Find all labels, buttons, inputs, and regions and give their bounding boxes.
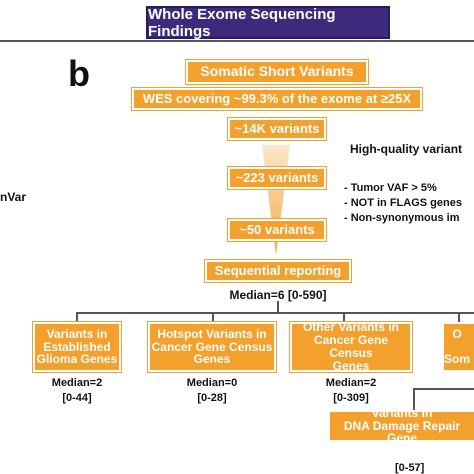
category-other-median: Median=2 (325, 377, 377, 389)
coverage-label: WES covering ~99.3% of the exome at ≥25X (142, 90, 412, 106)
dna-repair-box: Variants in DNA Damage Repair Gene (328, 406, 474, 445)
filters-title: High-quality variant (350, 142, 463, 156)
filter-item-flags: - NOT in FLAGS genes (344, 197, 462, 209)
category-glioma-median: Median=2 (51, 377, 103, 389)
filter-item-nonsyn: - Non-synonymous im (344, 212, 460, 224)
step-label-223: ~223 variants (235, 169, 319, 185)
top-divider-line (0, 40, 474, 42)
connector-bus (76, 312, 474, 314)
connector-drop-1 (76, 312, 78, 322)
dna-repair-range: [0-57] (395, 462, 425, 474)
somatic-short-variants-label: Somatic Short Variants (200, 63, 354, 80)
repair-connector-horizontal (413, 388, 474, 390)
panel-label: b (68, 53, 90, 94)
category-other-range: [0-309] (333, 392, 369, 404)
connector-stem (277, 301, 279, 313)
connector-drop-2 (212, 312, 214, 322)
header-title-box: Whole Exome Sequencing Findings (146, 5, 390, 40)
step-box-223: ~223 variants (228, 167, 326, 189)
step-label-14k: ~14K variants (234, 120, 320, 136)
sequential-reporting-label: Sequential reporting (214, 262, 342, 278)
somatic-short-variants-box: Somatic Short Variants (186, 60, 368, 84)
step-box-50: ~50 variants (228, 219, 326, 241)
category-glioma-range: [0-44] (62, 392, 92, 404)
category-hotspot-range: [0-28] (197, 392, 227, 404)
coverage-box: WES covering ~99.3% of the exome at ≥25X (132, 88, 422, 110)
step-label-50: ~50 variants (239, 221, 315, 237)
category-hotspot-cgc: Hotspot Variants in Cancer Gene Census G… (148, 322, 276, 372)
step-box-14k: ~14K variants (228, 118, 326, 140)
repair-connector-vertical (413, 388, 415, 410)
category-fourth-cut: O Som (442, 322, 474, 372)
header-title: Whole Exome Sequencing Findings (148, 5, 336, 40)
reporting-median: Median=6 [0-590] (229, 288, 327, 302)
filter-item-vaf: - Tumor VAF > 5% (344, 182, 437, 194)
left-cut-label: nVar (0, 190, 27, 204)
category-glioma-genes: Variants in Established Glioma Genes (33, 322, 121, 372)
connector-drop-3 (343, 312, 345, 322)
category-hotspot-median: Median=0 (186, 377, 238, 389)
connector-drop-4 (458, 312, 460, 322)
sequential-reporting-box: Sequential reporting (205, 260, 351, 282)
category-other-cgc: Other Variants in Cancer Gene Census Gen… (290, 321, 412, 372)
